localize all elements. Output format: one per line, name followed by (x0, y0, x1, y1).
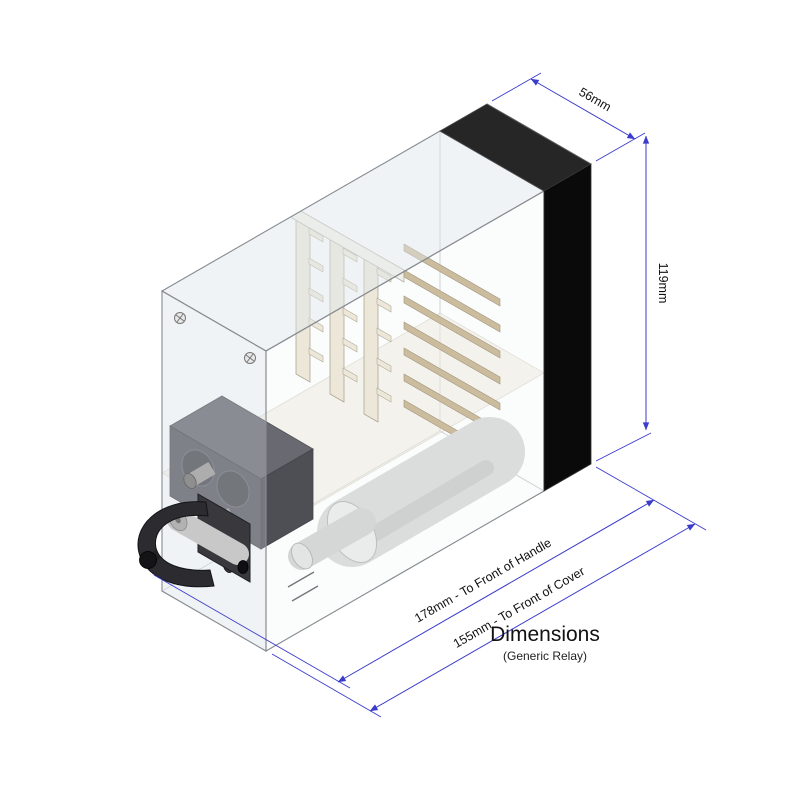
extension-line (153, 574, 351, 689)
fin (403, 321, 501, 385)
contact-tooth (342, 337, 358, 353)
dimension-line (530, 78, 636, 140)
contact-tooth (308, 347, 324, 363)
vent-slot (287, 571, 315, 588)
extension-line (595, 432, 652, 462)
fin (403, 295, 501, 359)
cover-side-face (161, 290, 267, 652)
vent-slots (287, 571, 319, 602)
dimension-height: 119mm (595, 135, 670, 462)
fin (403, 347, 501, 411)
dimension-line (369, 523, 696, 712)
contact-tooth (342, 367, 358, 383)
diagram-title: Dimensions (490, 623, 600, 646)
dimension-width-label: 56mm (576, 85, 613, 114)
extension-line (595, 466, 707, 531)
screw-slot (176, 313, 184, 323)
withdrawal-handle (137, 493, 251, 588)
contact-tooth (376, 357, 392, 373)
handle-knob (139, 551, 157, 569)
contact-tooth (376, 387, 392, 403)
handle-bolt (237, 560, 249, 574)
contact-tooth (376, 327, 392, 343)
dimension-height-label: 119mm (656, 263, 670, 304)
diagram-subtitle: (Generic Relay) (503, 649, 587, 663)
handle-bracket (137, 501, 215, 588)
screw-slot (246, 353, 254, 363)
vent-slot (291, 585, 319, 602)
extension-line (595, 132, 646, 162)
handle-roller (167, 509, 249, 565)
extension-line (271, 653, 382, 718)
stud-cap (183, 473, 197, 489)
cylinder-cap (291, 542, 313, 570)
contact-tooth (376, 297, 392, 313)
relay-front-panel (439, 103, 592, 492)
fin-stack (403, 243, 501, 463)
contact-tooth (342, 307, 358, 323)
fin (403, 269, 501, 333)
extension-line (491, 72, 542, 102)
cover-screws (174, 312, 256, 364)
front-panel-side (543, 163, 592, 492)
coil-end (216, 470, 250, 508)
